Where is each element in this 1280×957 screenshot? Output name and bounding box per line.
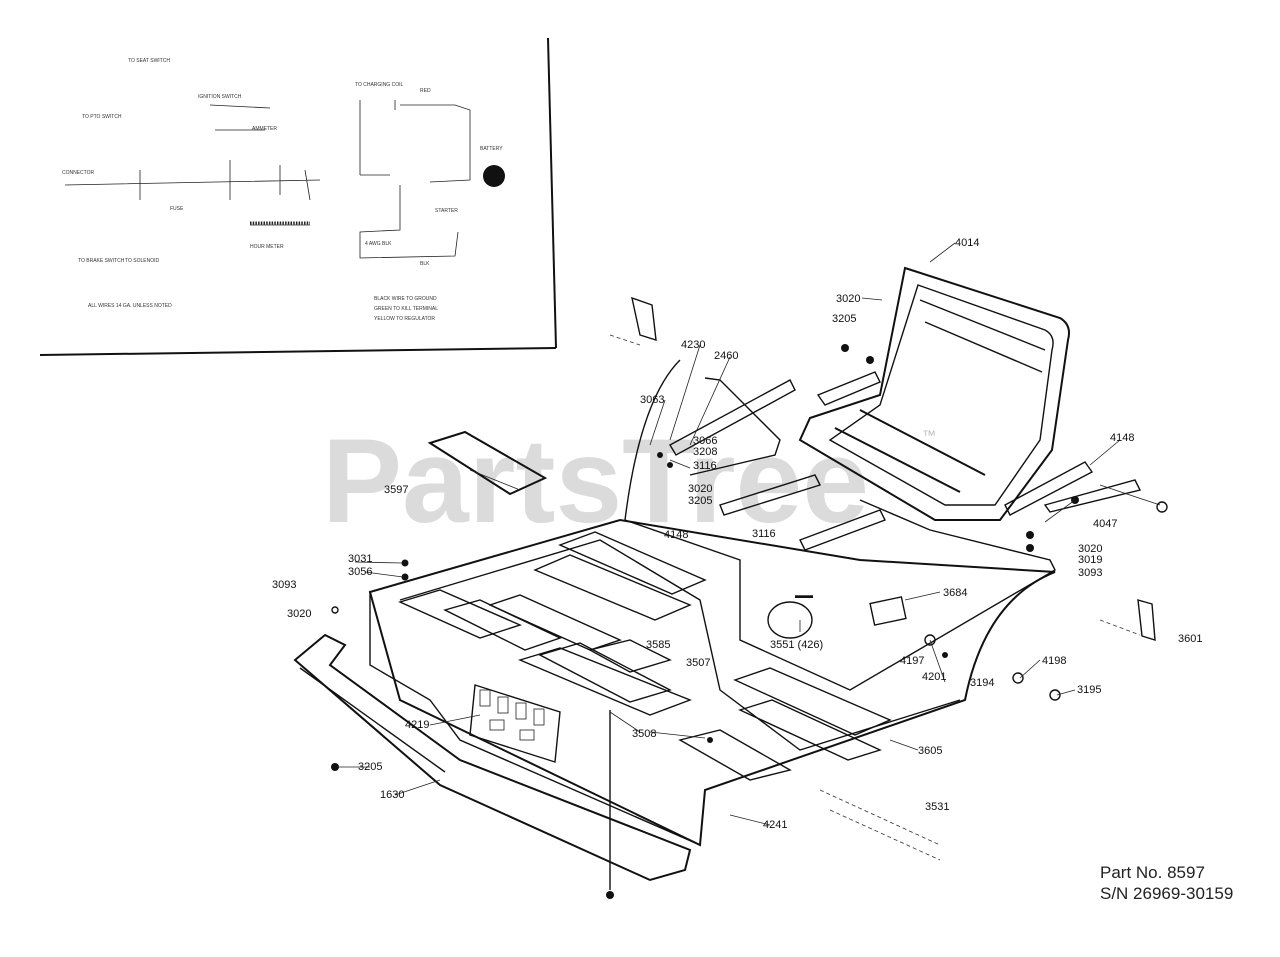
callout-label: 3020 xyxy=(836,293,860,305)
callout-label: 4230 xyxy=(681,339,705,351)
callout-label: 3194 xyxy=(970,677,994,689)
schematic-label: STARTER xyxy=(435,208,458,214)
callout-label: 3531 xyxy=(925,801,949,813)
callout-label: 3508 xyxy=(632,728,656,740)
part-number: Part No. 8597 xyxy=(1100,863,1205,882)
callout-label: 4201 xyxy=(922,671,946,683)
schematic-label: RED xyxy=(420,88,431,94)
control-panel xyxy=(469,684,561,763)
schematic-label: TO PTO SWITCH xyxy=(82,114,122,120)
callout-label: 3093 xyxy=(272,579,296,591)
callout-label: 3601 xyxy=(1178,633,1202,645)
callout-label: 3019 xyxy=(1078,554,1102,566)
schematic-label: HOUR METER xyxy=(250,244,284,250)
callout-label: 3056 xyxy=(348,566,372,578)
schematic-label: IGNITION SWITCH xyxy=(198,94,242,100)
schematic-label: TO SOLENOID xyxy=(125,258,159,264)
callout-label: 3585 xyxy=(646,639,670,651)
callout-label: 4219 xyxy=(405,719,429,731)
decal-circle xyxy=(767,601,813,639)
callout-label: 3066 xyxy=(693,435,717,447)
front-bumper xyxy=(293,633,692,882)
schematic-label: YELLOW TO REGULATOR xyxy=(374,316,435,322)
part-info-block: Part No. 8597 S/N 26969-30159 xyxy=(1100,863,1233,903)
schematic-label: ALL WIRES 14 GA. UNLESS NOTED xyxy=(88,303,172,309)
callout-label: 3020 xyxy=(688,483,712,495)
schematic-label: TO BRAKE SWITCH xyxy=(78,258,125,264)
callout-label: 3195 xyxy=(1077,684,1101,696)
callout-label: 3684 xyxy=(943,587,967,599)
callout-label: 4148 xyxy=(1110,432,1134,444)
schematic-label: TO SEAT SWITCH xyxy=(128,58,170,64)
seat xyxy=(798,266,1070,521)
callout-label: 4148 xyxy=(664,529,688,541)
callout-label: 3020 xyxy=(287,608,311,620)
callout-label: 3208 xyxy=(693,446,717,458)
schematic-label: CONNECTOR xyxy=(62,170,95,176)
schematic-bottom-border xyxy=(39,347,557,356)
callout-label: 3597 xyxy=(384,484,408,496)
watermark-trademark: ™ xyxy=(922,427,936,443)
schematic-label: TO CHARGING COIL xyxy=(355,82,403,88)
callout-label: 3551 (426) xyxy=(770,639,823,651)
callout-label: 3205 xyxy=(358,761,382,773)
callout-label: 3020 xyxy=(1078,543,1102,555)
schematic-label: AMMETER xyxy=(252,126,277,132)
callout-label: 3507 xyxy=(686,657,710,669)
schematic-label: 4 AWG BLK xyxy=(365,241,392,247)
callout-label: 3205 xyxy=(832,313,856,325)
callout-label: 3605 xyxy=(918,745,942,757)
schematic-label: FUSE xyxy=(170,206,184,212)
callout-label: 3063 xyxy=(640,394,664,406)
callout-label: 3205 xyxy=(688,495,712,507)
gauge-plate xyxy=(869,596,907,626)
callout-label: 4241 xyxy=(763,819,787,831)
callout-label: 4198 xyxy=(1042,655,1066,667)
watermark-text: PartsTree xyxy=(322,414,869,548)
callout-label: 3093 xyxy=(1078,567,1102,579)
schematic-label: BLK xyxy=(420,261,430,267)
callout-label: 4047 xyxy=(1093,518,1117,530)
brand-emblem: ▬▬ xyxy=(795,590,813,600)
exploded-view: ▬▬ xyxy=(272,237,1202,899)
callout-label: 3031 xyxy=(348,553,372,565)
callout-label: 3116 xyxy=(693,460,717,472)
callout-label: 1630 xyxy=(380,789,404,801)
seat-hinge-bracket xyxy=(631,296,1156,641)
schematic-label: BATTERY xyxy=(480,146,503,152)
callout-label: 3116 xyxy=(752,528,776,540)
callout-label: 2460 xyxy=(714,350,738,362)
schematic-right-border xyxy=(547,37,557,349)
floor-mat xyxy=(427,430,548,496)
wiring-schematic: TO SEAT SWITCH IGNITION SWITCH TO PTO SW… xyxy=(39,37,557,356)
callout-label: 4014 xyxy=(955,237,979,249)
callout-label: 4197 xyxy=(900,655,924,667)
battery-terminal-dot xyxy=(483,165,505,187)
serial-range: S/N 26969-30159 xyxy=(1100,884,1233,903)
schematic-label: BLACK WIRE TO GROUND xyxy=(374,296,437,302)
schematic-label: GREEN TO KILL TERMINAL xyxy=(374,306,438,312)
